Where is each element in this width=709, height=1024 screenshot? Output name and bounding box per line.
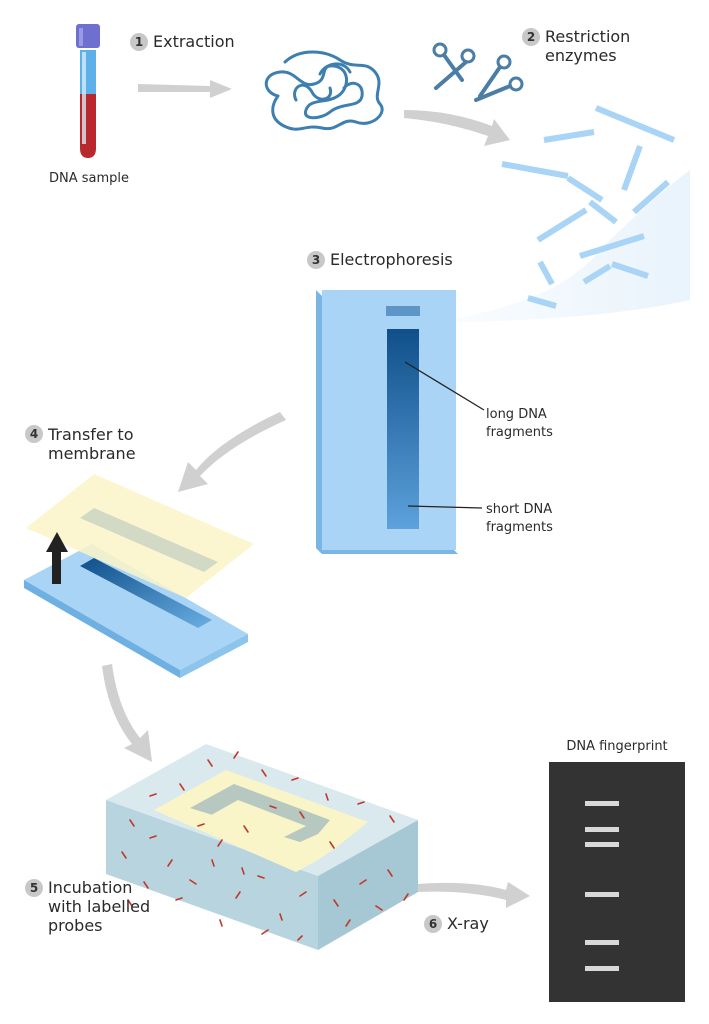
step-4-text-line1: Transfer to — [47, 425, 133, 444]
dna-fragment — [501, 161, 569, 179]
step-1-badge — [130, 33, 148, 51]
step-2-text-line1: Restriction — [545, 27, 630, 46]
blot-gel-lane — [80, 558, 212, 628]
svg-text:4: 4 — [30, 427, 38, 441]
dna-fragment — [632, 179, 670, 215]
svg-text:5: 5 — [30, 881, 38, 895]
svg-text:2: 2 — [527, 30, 535, 44]
blot-gel — [24, 544, 248, 670]
step-3-text: Electrophoresis — [330, 250, 453, 269]
scissors-icon — [432, 42, 476, 90]
fingerprint-band — [585, 801, 619, 806]
step-4-text-line2: membrane — [48, 444, 136, 463]
gel-slab — [316, 290, 458, 554]
step-5-text-line2: with labelled — [48, 897, 150, 916]
fingerprint-band — [585, 842, 619, 847]
arrow-restriction — [404, 110, 510, 146]
arrow-transfer — [178, 412, 286, 492]
long-fragments-label-line1: long DNA — [486, 407, 547, 422]
incubation-tray — [106, 744, 418, 950]
step-3-badge — [307, 251, 325, 269]
dna-fragment — [582, 263, 612, 285]
dna-sample-label: DNA sample — [49, 171, 129, 186]
gel-well — [386, 306, 420, 316]
dna-sample-tube — [76, 24, 100, 158]
step-5-label: 5 Incubation with labelled probes — [25, 878, 150, 935]
lift-arrow-shaft — [52, 548, 61, 584]
step-6-text: X-ray — [447, 914, 489, 933]
step-6-badge — [424, 915, 442, 933]
dna-fragment — [527, 295, 557, 309]
dna-fragments — [501, 105, 676, 309]
dna-fragment — [588, 199, 618, 225]
fragment-glow — [455, 170, 690, 322]
dna-fragment — [536, 207, 588, 243]
step-5-text-line1: Incubation — [48, 878, 132, 897]
lift-arrow-icon — [46, 532, 68, 552]
step-5-badge — [25, 879, 43, 897]
step-2-label: 2 Restriction enzymes — [522, 27, 630, 65]
gel-lane — [387, 329, 419, 529]
tray-front — [106, 800, 318, 950]
step-5-text-line3: probes — [48, 916, 103, 935]
long-fragments-label-line2: fragments — [486, 425, 553, 440]
short-fragments-label-line2: fragments — [486, 520, 553, 535]
step-3-label: 3 Electrophoresis — [307, 250, 453, 269]
dna-fragment — [543, 129, 595, 143]
step-1-text: Extraction — [153, 32, 235, 51]
step-2-badge — [522, 28, 540, 46]
arrow-xray — [418, 882, 530, 908]
step-4-label: 4 Transfer to membrane — [25, 425, 136, 463]
xray-film — [549, 762, 685, 1002]
svg-text:3: 3 — [312, 253, 320, 267]
step-1-label: 1 Extraction — [130, 32, 235, 51]
fingerprint-band — [585, 827, 619, 832]
dna-fragment — [537, 260, 555, 286]
arrow-extraction — [138, 80, 232, 98]
tray-side — [318, 820, 418, 950]
dna-fragment — [621, 144, 643, 192]
scissors-icon — [474, 54, 524, 102]
arrow-incubation — [102, 664, 152, 762]
svg-text:6: 6 — [429, 917, 437, 931]
step-6-label: 6 X-ray — [424, 914, 489, 933]
blot-assembly — [24, 474, 254, 678]
short-fragments-label-line1: short DNA — [486, 502, 552, 517]
dna-fragment — [579, 233, 645, 259]
dna-fragment — [566, 175, 604, 203]
fingerprint-band — [585, 892, 619, 897]
fingerprint-title: DNA fingerprint — [566, 739, 667, 754]
fragment-leaders — [404, 361, 485, 509]
dna-fragment — [594, 105, 676, 143]
dna-coil — [264, 50, 384, 131]
labelled-probes — [121, 751, 409, 941]
fingerprint-band — [585, 940, 619, 945]
step-4-badge — [25, 425, 43, 443]
svg-text:1: 1 — [135, 35, 143, 49]
step-2-text-line2: enzymes — [545, 46, 617, 65]
dna-fragment — [611, 261, 649, 279]
membrane-band-shadow — [80, 508, 218, 572]
fingerprint-band — [585, 966, 619, 971]
